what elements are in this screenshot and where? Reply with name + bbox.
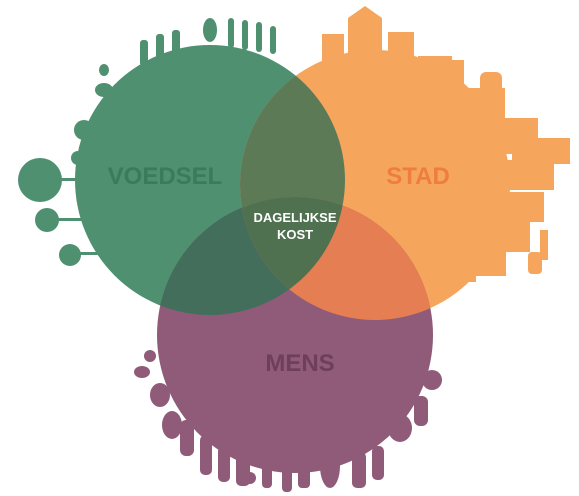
center-label-line2: KOST xyxy=(277,227,313,242)
city-label: STAD xyxy=(386,163,450,190)
food-label: VOEDSEL xyxy=(108,163,223,190)
center-label-line1: DAGELIJKSE xyxy=(253,210,336,225)
people-label: MENS xyxy=(265,350,334,377)
